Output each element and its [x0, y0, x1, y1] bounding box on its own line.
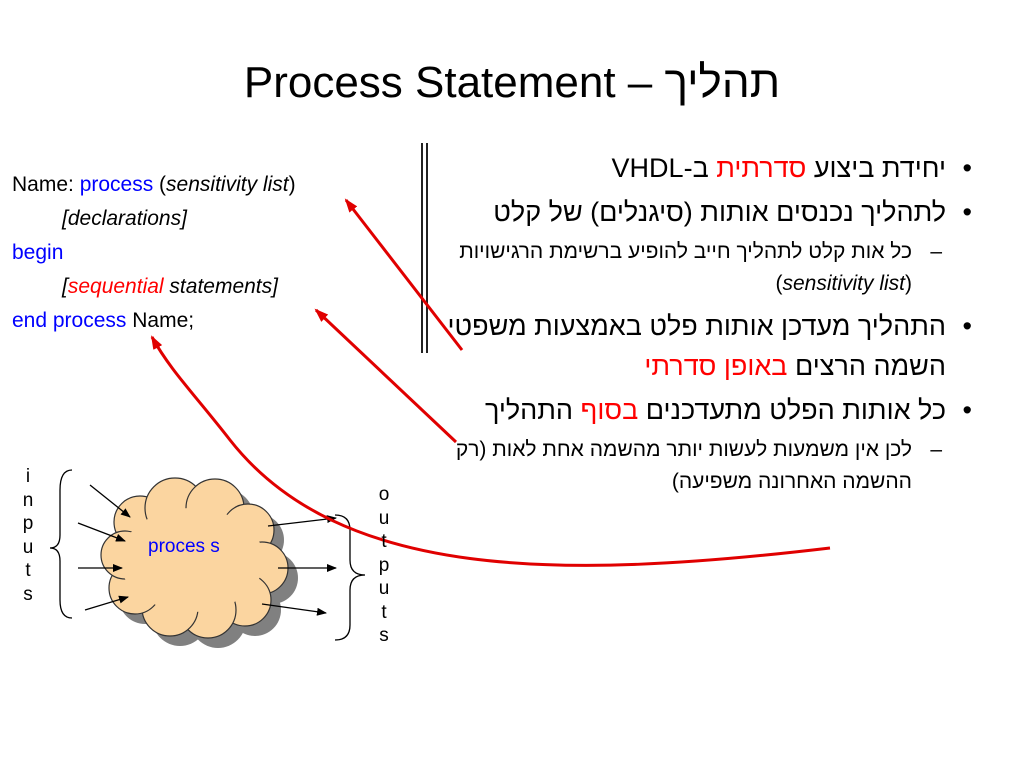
sub-bullet-item: – כל אות קלט לתהליך חייב להופיע ברשימת ה… [432, 236, 972, 300]
inputs-letter: u [22, 536, 34, 558]
bullet-text: התהליך מעדכן אותות פלט באמצעות משפטי השמ… [447, 311, 946, 381]
end-process-keyword: end process [12, 309, 127, 332]
outputs-letter: o [378, 484, 390, 505]
divider-line-right [426, 143, 428, 353]
inputs-letter: p [22, 513, 34, 534]
inputs-label: i n p u t s [16, 465, 40, 606]
outputs-letter: t [381, 531, 387, 552]
inputs-letter: n [22, 489, 34, 511]
bullet-dot: • [962, 153, 972, 183]
outputs-letter: u [378, 507, 390, 529]
declarations-text: [declarations] [62, 207, 187, 230]
input-arrows [77, 484, 131, 611]
highlight-text: בסוף [580, 395, 639, 425]
highlight-text: סדרתית [716, 153, 807, 183]
bullet-dot: • [962, 197, 972, 227]
inputs-letter: t [25, 560, 31, 581]
name-end-text: Name; [126, 309, 195, 332]
syntax-line-3: begin [12, 236, 412, 270]
paren-open: ( [153, 173, 167, 196]
inputs-letter: i [25, 466, 31, 487]
bullet-item: • יחידת ביצוע סדרתית ב-VHDL [432, 148, 972, 188]
process-keyword: process [79, 173, 154, 196]
bullet-text: ב-VHDL [611, 153, 717, 183]
bullet-item: • התהליך מעדכן אותות פלט באמצעות משפטי ה… [432, 306, 972, 386]
bullet-text: התהליך [484, 395, 581, 425]
bullet-item: • לתהליך נכנסים אותות (סיגנלים) של קלט [432, 192, 972, 232]
outputs-letter: t [381, 601, 387, 623]
bullet-list: • יחידת ביצוע סדרתית ב-VHDL • לתהליך נכנ… [432, 148, 972, 504]
bullet-text: יחידת ביצוע [806, 153, 946, 183]
outputs-letter: u [378, 578, 390, 599]
bullet-text: לתהליך נכנסים אותות (סיגנלים) של קלט [493, 197, 946, 227]
sequential-word: sequential [67, 275, 164, 298]
syntax-line-2: [declarations] [12, 202, 412, 236]
outputs-letter: s [379, 625, 389, 646]
red-pointer-arrows [150, 198, 831, 567]
inputs-letter: s [23, 583, 33, 605]
highlight-text: באופן סדרתי [644, 351, 788, 381]
bullet-dot: • [962, 311, 972, 341]
syntax-line-1: Name: process (sensitivity list) [12, 168, 412, 202]
outputs-label: o u t p u t s [372, 483, 396, 648]
sub-bullet-item: – לכן אין משמעות לעשות יותר מהשמה אחת לא… [432, 434, 972, 498]
statements-text: statements] [163, 275, 278, 298]
output-arrows [261, 515, 337, 616]
bullet-item: • כל אותות הפלט מתעדכנים בסוף התהליך [432, 390, 972, 430]
bullet-dot: • [962, 395, 972, 425]
sensitivity-list-term: sensitivity list [782, 272, 905, 295]
begin-keyword: begin [12, 241, 64, 264]
syntax-line-5: end process Name; [12, 304, 412, 338]
inputs-brace [49, 469, 73, 619]
divider-line-left [421, 143, 423, 353]
paren-close: ) [288, 173, 296, 196]
name-label: Name: [12, 173, 80, 196]
bullet-text: כל אותות הפלט מתעדכנים [638, 395, 946, 425]
process-cloud-label: proces s [148, 536, 220, 557]
sensitivity-list-text: sensitivity list [166, 173, 289, 196]
sub-bullet-dash: – [930, 240, 942, 263]
syntax-line-4: [sequential statements] [12, 270, 412, 304]
outputs-letter: p [378, 554, 390, 576]
sub-bullet-text: לכן אין משמעות לעשות יותר מהשמה אחת לאות… [455, 438, 912, 493]
sub-bullet-text: ) [775, 272, 783, 295]
sub-bullet-text: כל אות קלט לתהליך חייב להופיע ברשימת הרג… [459, 240, 912, 295]
process-syntax-block: Name: process (sensitivity list) [declar… [12, 168, 412, 338]
sub-bullet-dash: – [930, 438, 942, 461]
bracket-open: [ [62, 275, 68, 298]
outputs-brace [334, 514, 366, 641]
slide-title: Process Statement – תהליך [243, 58, 781, 107]
